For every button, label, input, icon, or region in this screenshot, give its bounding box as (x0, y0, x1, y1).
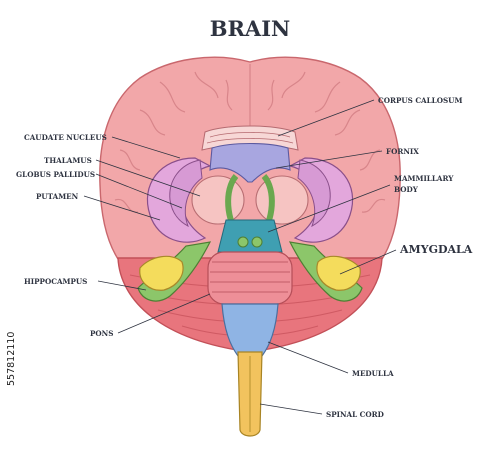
thalamus-right (255, 175, 309, 225)
caudate-left (169, 159, 203, 228)
label-mammillary-line2: BODY (394, 185, 419, 194)
diagram-title: BRAIN (210, 16, 291, 41)
midbrain (217, 219, 283, 253)
hippocampus-right (288, 241, 363, 302)
hippocampus-left (137, 241, 212, 302)
stock-id: 557812110 (6, 332, 17, 386)
thalamus-left (191, 175, 245, 225)
label-thalamus: THALAMUS (44, 156, 92, 165)
pons (207, 251, 293, 305)
mammillary-body-right (251, 236, 263, 248)
label-hippocampus: HIPPOCAMPUS (24, 277, 87, 286)
label-mammillary-line1: MAMMILLARY (394, 174, 454, 183)
label-caudate-nucleus: CAUDATE NUCLEUS (24, 133, 107, 142)
label-medulla: MEDULLA (352, 369, 394, 378)
label-amygdala: AMYGDALA (399, 243, 473, 256)
cortex-folds (114, 64, 386, 213)
label-putamen: PUTAMEN (36, 192, 79, 201)
fornix (209, 143, 291, 183)
caudate-putamen (146, 157, 354, 243)
label-pons: PONS (90, 329, 113, 338)
label-spinal-cord: SPINAL CORD (326, 410, 384, 419)
label-globus-pallidus: GLOBUS PALLIDUS (16, 170, 95, 179)
mammillary-body-left (237, 236, 249, 248)
amygdala-right (316, 255, 361, 291)
leader-lines (83, 99, 397, 415)
caudate-right (297, 159, 331, 228)
label-corpus-callosum: CORPUS CALLOSUM (378, 96, 462, 105)
label-fornix: FORNIX (386, 147, 419, 156)
amygdala-left (139, 255, 184, 291)
